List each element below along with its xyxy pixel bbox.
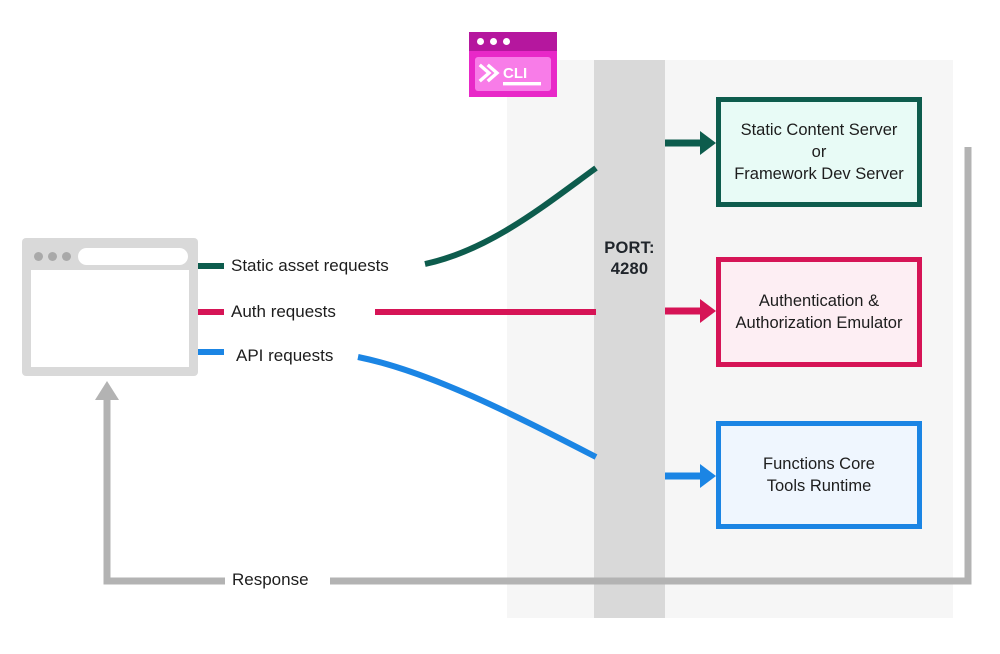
- service-line: Functions Core: [763, 455, 875, 473]
- label-static-asset-requests: Static asset requests: [231, 256, 389, 275]
- cli-dot-icon: [477, 38, 484, 45]
- browser-chrome: [30, 246, 190, 266]
- cli-titlebar: [469, 32, 557, 51]
- browser-address-bar[interactable]: [78, 248, 188, 265]
- browser-dot-icon: [48, 252, 57, 261]
- service-line: Authentication &: [758, 292, 880, 310]
- service-box-static-content-server: Static Content Server or Framework Dev S…: [716, 97, 922, 207]
- label-api-requests: API requests: [236, 346, 334, 365]
- port-label: PORT: 4280: [594, 238, 665, 280]
- service-line: Framework Dev Server: [734, 165, 904, 183]
- label-auth-requests: Auth requests: [231, 302, 336, 321]
- port-bar: [594, 60, 665, 618]
- cli-dot-icon: [503, 38, 510, 45]
- port-caption: PORT:: [604, 239, 655, 257]
- service-line: or: [811, 143, 827, 161]
- service-box-auth-emulator: Authentication & Authorization Emulator: [716, 257, 922, 367]
- browser-dot-icon: [34, 252, 43, 261]
- browser-dot-icon: [62, 252, 71, 261]
- browser-viewport: [31, 270, 189, 367]
- cli-label: CLI: [503, 65, 527, 82]
- port-number: 4280: [610, 260, 649, 278]
- cli-prompt-icon: CLI: [478, 63, 541, 86]
- client-browser-window[interactable]: [22, 238, 198, 376]
- service-line: Authorization Emulator: [735, 314, 903, 332]
- cli-screen: CLI: [475, 57, 551, 91]
- service-line: Static Content Server: [740, 121, 898, 139]
- service-line: Tools Runtime: [766, 477, 872, 495]
- swa-cli-window-icon: CLI: [469, 32, 557, 97]
- label-response: Response: [232, 570, 309, 589]
- service-box-functions-runtime: Functions Core Tools Runtime: [716, 421, 922, 529]
- cli-dot-icon: [490, 38, 497, 45]
